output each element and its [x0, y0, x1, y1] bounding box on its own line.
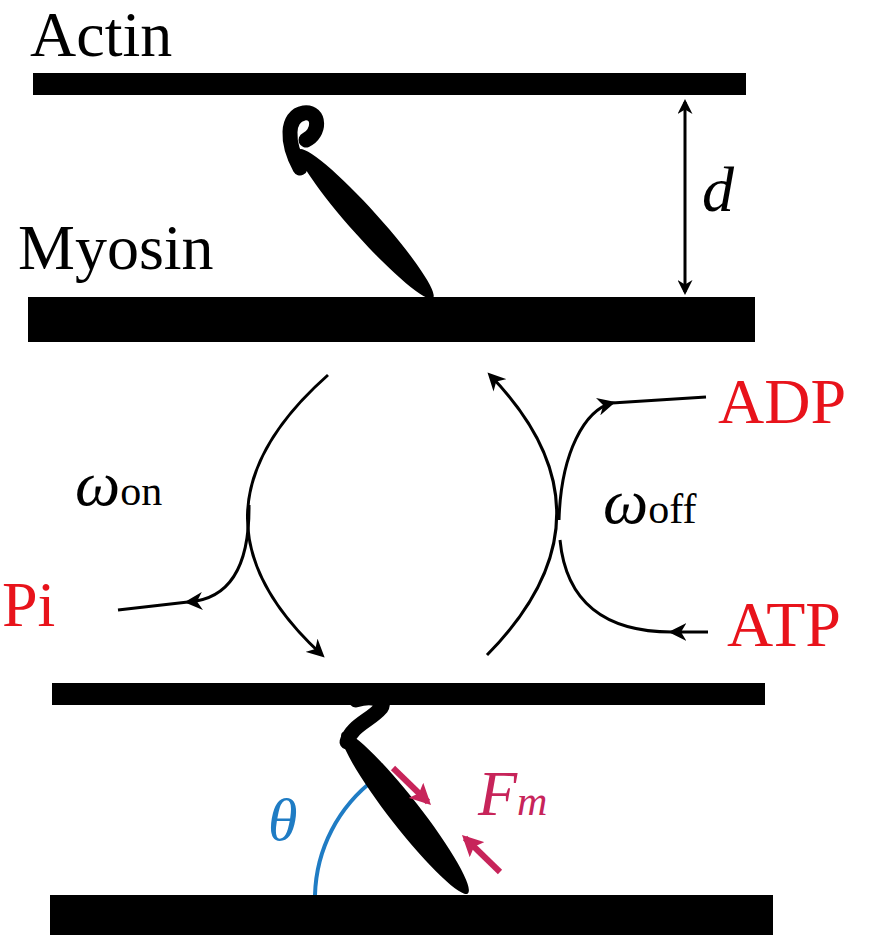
angle-label: θ	[268, 790, 297, 850]
actin-filament	[33, 73, 746, 95]
force-arrow	[393, 768, 428, 802]
distance-arrow	[684, 102, 687, 292]
binding-arrow	[672, 631, 708, 634]
binding-line	[560, 540, 672, 632]
molecule-label: ADP	[718, 370, 846, 434]
force-label: Fm	[478, 762, 547, 826]
release-line	[118, 602, 188, 610]
filament-label: Actin	[30, 3, 172, 67]
myosin-head	[290, 113, 317, 168]
rate-label: ωoff	[603, 470, 696, 534]
myosin-head	[347, 698, 382, 742]
myosin-filament	[50, 895, 773, 935]
force-arrow	[465, 838, 500, 872]
release-arrow	[188, 505, 249, 602]
molecule-label: Pi	[2, 573, 55, 637]
distance-label: d	[702, 158, 734, 222]
molecule-label: ATP	[727, 593, 841, 657]
actin-filament	[52, 683, 765, 705]
myosin-lever	[330, 723, 479, 902]
release-line	[612, 397, 706, 403]
myosin-filament	[28, 297, 755, 342]
cycle-arrow	[487, 375, 557, 655]
myosin-lever	[289, 140, 444, 307]
cycle-arrow	[247, 375, 328, 655]
angle-arc	[315, 779, 375, 895]
filament-label: Myosin	[18, 216, 214, 280]
rate-label: ωon	[75, 452, 162, 516]
